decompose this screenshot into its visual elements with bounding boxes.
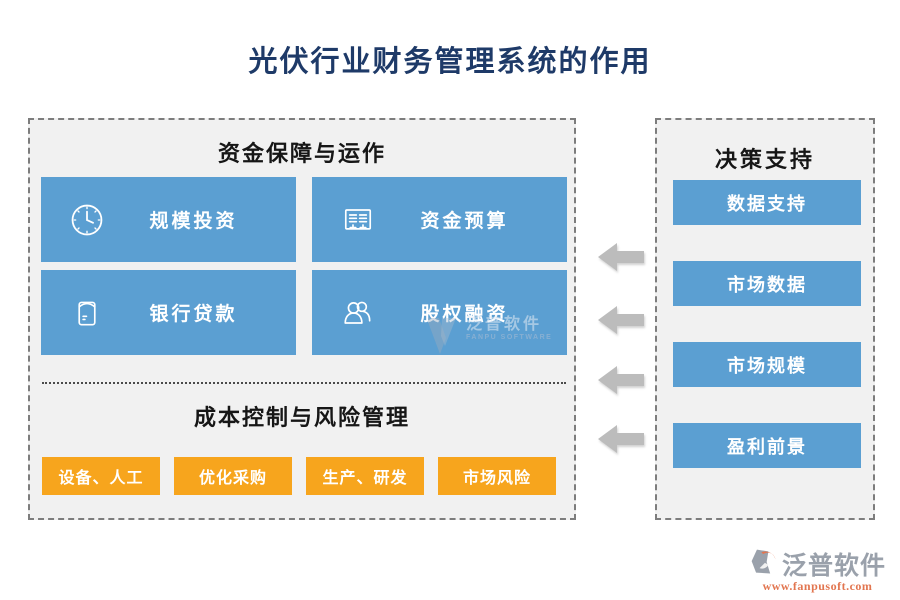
wallet-icon [67, 293, 107, 333]
fund-box-bank-loan: 银行贷款 [41, 270, 296, 355]
brand-name: 泛普软件 [781, 553, 886, 580]
cost-section-title: 成本控制与风险管理 [193, 405, 410, 430]
cost-box-market-risk: 市场风险 [438, 457, 556, 495]
decision-panel-title: 决策支持 [714, 147, 815, 172]
brand-url: www.fanpusoft.com [762, 579, 873, 593]
brand-footer: 泛普软件 www.fanpusoft.com [740, 546, 895, 594]
people-icon [338, 293, 378, 333]
cost-box-optimize-procurement: 优化采购 [174, 457, 292, 495]
fund-panel-title: 资金保障与运作 [217, 141, 386, 166]
budget-list-icon [338, 200, 378, 240]
fund-box-scale-investment: 规模投资 [41, 177, 296, 262]
cost-box-equipment-labor: 设备、人工 [42, 457, 160, 495]
decision-box-market-scale: 市场规模 [673, 342, 861, 387]
left-arrow-icon [598, 241, 644, 273]
decision-box-data-support: 数据支持 [673, 180, 861, 225]
fund-box-label: 规模投资 [149, 211, 238, 232]
fund-grid: 规模投资 资金预算 [41, 177, 567, 355]
section-divider [42, 382, 566, 384]
decision-box-market-data: 市场数据 [673, 261, 861, 306]
fund-box-fund-budget: 资金预算 [312, 177, 567, 262]
decision-panel: 决策支持 数据支持 市场数据 市场规模 盈利前景 [655, 118, 875, 520]
decision-box-profit-outlook: 盈利前景 [673, 423, 861, 468]
left-arrow-icon [598, 364, 644, 396]
fund-panel: 资金保障与运作 规模投资 [28, 118, 576, 520]
fund-box-label: 银行贷款 [149, 304, 238, 325]
left-arrow-icon [598, 304, 644, 336]
cost-box-production-rd: 生产、研发 [306, 457, 424, 495]
clock-icon [67, 200, 107, 240]
fund-box-label: 资金预算 [420, 211, 509, 232]
page-title: 光伏行业财务管理系统的作用 [248, 46, 652, 78]
fund-box-equity-financing: 股权融资 [312, 270, 567, 355]
fund-box-label: 股权融资 [420, 304, 509, 325]
cost-row: 设备、人工 优化采购 生产、研发 市场风险 [42, 457, 566, 495]
left-arrow-icon [598, 423, 644, 455]
brand-logo-icon [749, 547, 779, 582]
